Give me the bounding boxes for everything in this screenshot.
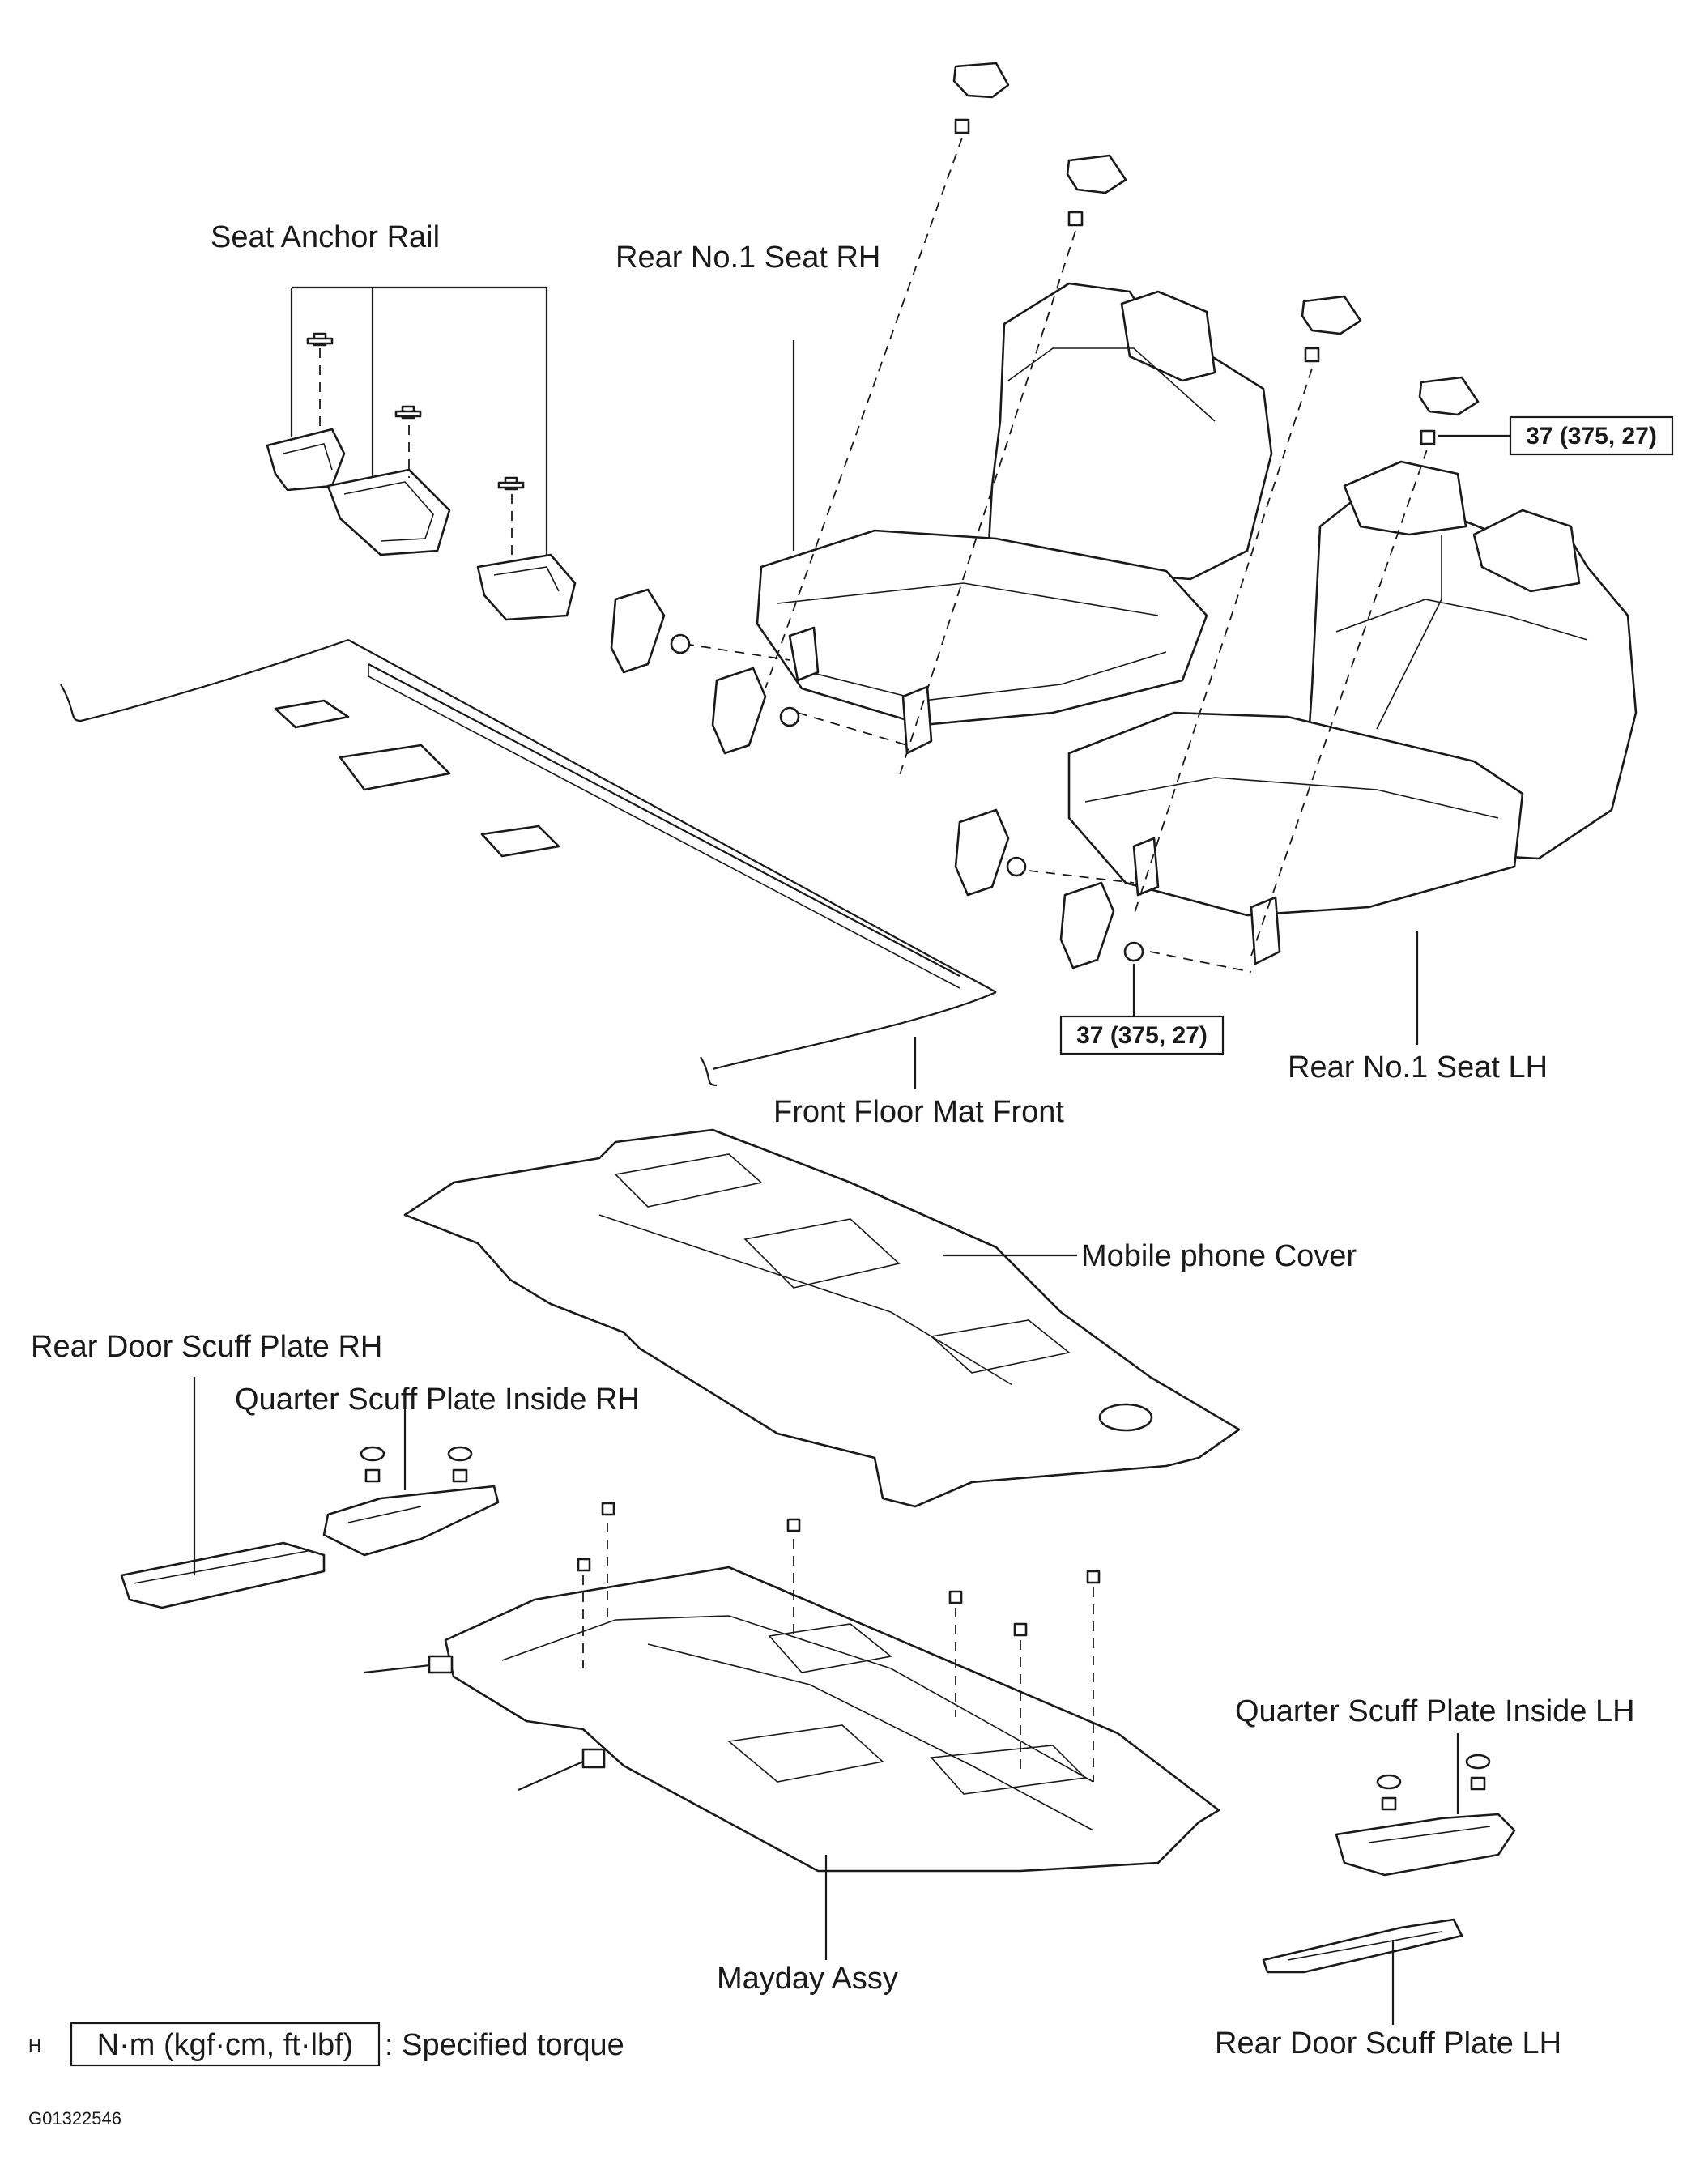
- label-rear-door-scuff-plate-lh: Rear Door Scuff Plate LH: [1215, 2026, 1561, 2060]
- figure-code: G01322546: [28, 2108, 121, 2129]
- seat-anchor-rail-group: [266, 286, 577, 621]
- torque-callout-lower: 37 (375, 27): [1059, 964, 1225, 1055]
- legend-unit-box: N·m (kgf·cm, ft·lbf): [97, 2028, 354, 2062]
- torque-value-upper: 37 (375, 27): [1526, 423, 1657, 450]
- seat-anchor-rail-3: [476, 476, 577, 621]
- rear-no1-seat-rh: [756, 282, 1273, 755]
- torque-value-lower: 37 (375, 27): [1076, 1022, 1208, 1049]
- legend-description: : Specified torque: [385, 2028, 624, 2062]
- label-quarter-scuff-plate-inside-rh: Quarter Scuff Plate Inside RH: [235, 1383, 640, 1417]
- label-front-floor-mat-front: Front Floor Mat Front: [773, 1095, 1064, 1129]
- rear-door-scuff-plate-rh: [120, 1377, 326, 1609]
- label-seat-anchor-rail: Seat Anchor Rail: [211, 220, 440, 254]
- seat-anchor-rail-1: [266, 332, 346, 492]
- torque-legend: H N·m (kgf·cm, ft·lbf) : Specified torqu…: [28, 2022, 624, 2067]
- installation-guide-lines: [684, 137, 1428, 973]
- mayday-nuts: [577, 1502, 1101, 1637]
- hinge-covers: [952, 62, 1480, 416]
- mayday-assy: [364, 1523, 1220, 1960]
- quarter-scuff-plate-inside-rh: [322, 1401, 500, 1557]
- label-rear-door-scuff-plate-rh: Rear Door Scuff Plate RH: [31, 1330, 382, 1364]
- legend-marker: H: [28, 2035, 41, 2056]
- hinge-bolts: [954, 118, 1436, 445]
- torque-callout-upper: 37 (375, 27): [1438, 415, 1674, 456]
- rear-no1-seat-lh: [1067, 460, 1638, 1045]
- label-mayday-assy: Mayday Assy: [717, 1962, 898, 1996]
- rear-door-scuff-plate-lh: [1262, 1918, 1463, 2025]
- quarter-scuff-plate-inside-lh: [1335, 1733, 1516, 1877]
- seat-anchor-rail-2: [326, 405, 451, 556]
- label-rear-no1-seat-rh: Rear No.1 Seat RH: [615, 241, 880, 275]
- mobile-phone-cover: [403, 1128, 1241, 1508]
- label-rear-no1-seat-lh: Rear No.1 Seat LH: [1288, 1050, 1548, 1084]
- front-floor-mat-front: [60, 638, 997, 1089]
- label-quarter-scuff-plate-inside-lh: Quarter Scuff Plate Inside LH: [1235, 1694, 1635, 1728]
- label-mobile-phone-cover: Mobile phone Cover: [1081, 1239, 1357, 1273]
- hinge-cover-plates: [610, 588, 1144, 969]
